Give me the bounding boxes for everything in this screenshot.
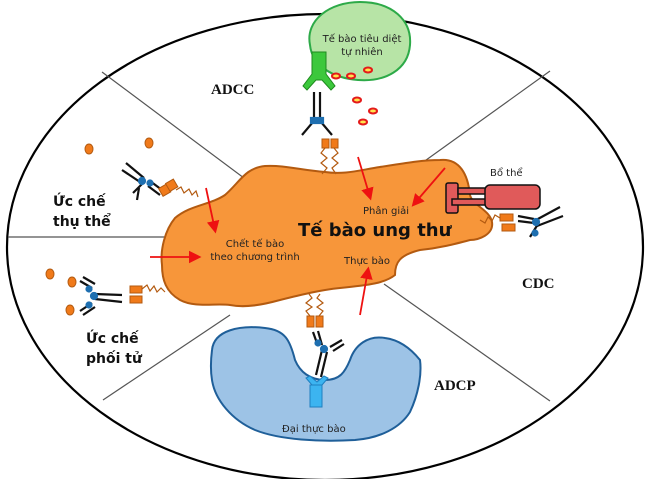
receptor-inhibition-line2: thụ thể [53,214,111,230]
arrow-phagocytosis [359,266,373,316]
adcc-receptor [320,138,339,175]
receptor-cdc [479,213,516,232]
adcp-antibody [311,330,345,378]
arrow-lysis-right [411,167,446,207]
sector-label-cdc: CDC [522,276,555,292]
adcc-antibody [301,92,333,136]
complement-protein [445,182,541,214]
ligand-inhibition-line1: Ức chế [86,331,139,347]
ligand-inhibition-antibody [79,276,123,316]
sector-label-adcc: ADCC [211,82,255,98]
nk-cell-label-line2: tự nhiên [341,47,383,58]
sector-dividers [8,70,551,402]
sector-label-adcp: ADCP [434,378,476,394]
receptor-adcp [304,293,325,328]
sector-label-receptor-inhibition: Ức chế thụ thể [53,192,111,232]
tumor-cell-label: Tế bào ung thư [298,220,452,241]
receptor-inhibition-line1: Ức chế [53,194,106,210]
lysis-label: Phân giải [363,206,410,217]
apoptosis-label-line2: theo chương trình [210,252,300,263]
nk-receptor [302,51,336,91]
arrow-lysis-top [357,156,374,201]
complement-label: Bổ thể [490,168,523,179]
apoptosis-label-line1: Chết tế bào [225,239,285,250]
ligand-inhibition-line2: phối tử [86,351,142,367]
granules [331,66,378,126]
ligand [65,304,75,316]
nk-cell-label-line1: Tế bào tiêu diệt [322,34,402,45]
phagocytosis-label: Thực bào [344,256,391,267]
divider-top-right [414,70,551,169]
apoptosis-label: Chết tế bào theo chương trình [205,238,305,264]
receptor-left-bottom [129,284,166,304]
ligand [144,137,154,149]
receptor-inhibition-antibody [121,162,163,201]
sector-label-ligand-inhibition: Ức chế phối tử [86,329,142,369]
nk-cell [302,0,412,126]
divider-bottom-right [383,283,551,402]
nk-cell-label: Tế bào tiêu diệt tự nhiên [312,33,412,59]
ligand [84,143,94,155]
ligand [45,268,55,280]
fc-receptor-stem [309,384,323,408]
ligand [67,276,77,288]
receptor-left-top [157,178,199,198]
divider-top-left [101,71,269,197]
divider-bottom-left [102,314,231,401]
tumor-cell [160,158,494,308]
cdc-antibody [517,206,564,238]
outcome-arrows [150,156,446,316]
arrow-apoptosis-top [205,187,220,234]
macrophage-label: Đại thực bào [282,424,346,435]
